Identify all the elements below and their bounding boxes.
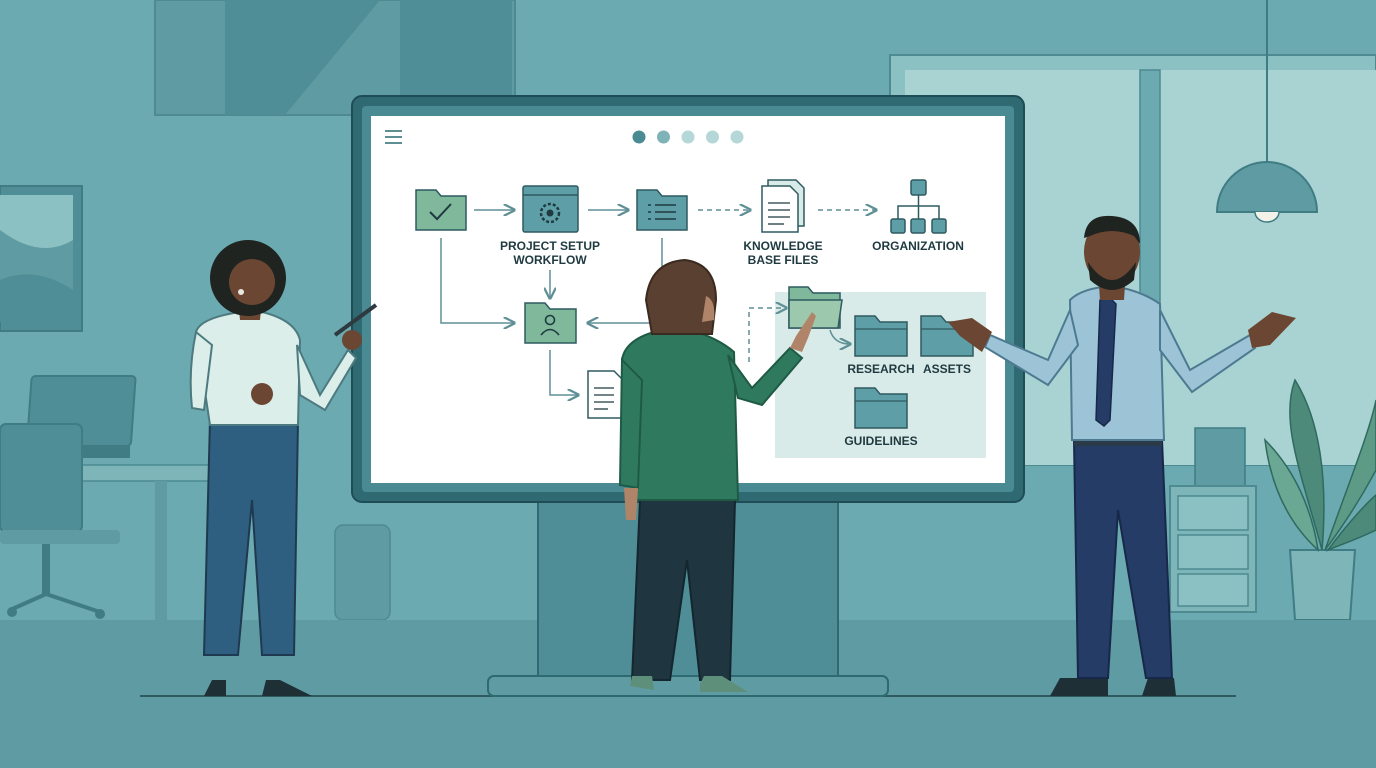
settings-window-icon[interactable] — [522, 185, 579, 233]
cabinet — [1169, 427, 1257, 613]
progress-dot[interactable] — [681, 130, 695, 144]
progress-dot[interactable] — [632, 130, 646, 144]
folder-list-icon[interactable] — [636, 189, 688, 231]
person-left — [189, 240, 378, 696]
label-assets: ASSETS — [923, 362, 971, 376]
documents-icon[interactable] — [761, 179, 805, 233]
progress-dot[interactable] — [657, 130, 670, 144]
label-research: RESEARCH — [847, 362, 914, 376]
label-knowledge-2: BASE FILES — [748, 253, 819, 267]
folder-open-icon[interactable] — [788, 286, 843, 329]
folder-icon[interactable] — [854, 315, 908, 357]
menu-icon[interactable] — [385, 130, 402, 144]
folder-check-icon[interactable] — [415, 189, 467, 231]
progress-dot[interactable] — [730, 130, 744, 144]
folder-user-icon[interactable] — [524, 302, 577, 344]
label-organization: ORGANIZATION — [872, 239, 964, 253]
progress-dots — [632, 130, 744, 144]
label-guidelines: GUIDELINES — [844, 434, 917, 448]
label-project-setup-2: WORKFLOW — [513, 253, 587, 267]
label-knowledge-1: KNOWLEDGE — [743, 239, 822, 253]
wall-art — [0, 185, 83, 332]
label-project-setup-1: PROJECT SETUP — [500, 239, 600, 253]
org-chart-icon[interactable] — [890, 179, 947, 234]
document-icon[interactable] — [587, 370, 623, 419]
progress-dot[interactable] — [706, 130, 719, 144]
person-middle — [618, 258, 816, 692]
person-right — [948, 215, 1296, 696]
pendant-lamp-icon — [1215, 0, 1319, 223]
folder-icon[interactable] — [854, 387, 908, 429]
plant-icon — [1263, 378, 1376, 621]
